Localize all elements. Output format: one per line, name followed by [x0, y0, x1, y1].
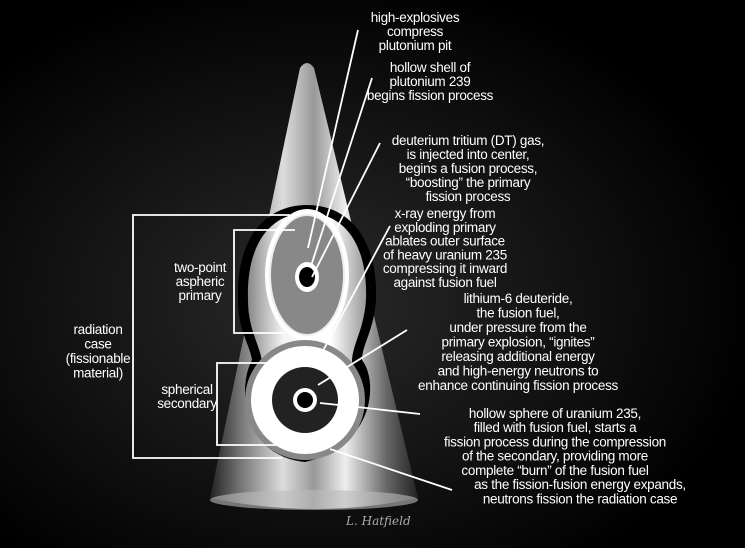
label-line: compressing it inward [383, 261, 507, 276]
label-line: ablates outer surface [385, 234, 505, 249]
label-line: and high-energy neutrons to [438, 364, 599, 379]
radiation-case-bracket [132, 214, 290, 459]
fusion-fuel-core [297, 392, 313, 408]
leader-xray [317, 225, 391, 361]
leader-uranium-sphere [319, 402, 421, 415]
label-line: enhance continuing fission process [418, 378, 618, 393]
label-line: begins fission process [367, 88, 494, 103]
label-line: under pressure from the [449, 320, 586, 335]
label-line: primary [179, 288, 222, 303]
label-line: two-point [174, 260, 227, 275]
label-line: hollow shell of [390, 60, 471, 75]
primary-bracket [233, 229, 295, 334]
label-line: deuterium tritium (DT) gas, [392, 133, 544, 148]
leader-radiation-expands [329, 448, 453, 491]
artist-signature: L. Hatfield [345, 514, 411, 528]
label-line: secondary [157, 396, 217, 411]
label-line: lithium-6 deuteride, [464, 291, 573, 306]
leader-hollow-shell [310, 77, 373, 267]
label-line: the fusion fuel, [476, 306, 559, 321]
label-line: primary explosion, “ignites” [442, 335, 595, 350]
label-line: hollow sphere of uranium 235, [469, 406, 641, 421]
label-line: neutrons fission the radiation case [483, 492, 677, 507]
label-line: case [84, 337, 111, 352]
leader-dt-gas [311, 142, 381, 278]
label-line: of heavy uranium 235 [383, 247, 507, 262]
label-dt-gas: deuterium tritium (DT) gas,is injected i… [392, 133, 544, 204]
label-line: (fissionable [66, 351, 131, 366]
label-line: compress [387, 24, 444, 39]
label-line: high-explosives [371, 10, 460, 25]
label-line: x-ray energy from [395, 206, 496, 221]
label-lithium: lithium-6 deuteride,the fusion fuel,unde… [418, 291, 618, 393]
label-line: plutonium pit [379, 38, 452, 53]
label-line: radiation [73, 322, 122, 337]
label-line: of the secondary, providing more [462, 449, 648, 464]
label-line: filled with fusion fuel, starts a [474, 420, 637, 435]
label-line: spherical [161, 382, 213, 397]
label-line: exploding primary [394, 220, 496, 235]
label-line: complete “burn” of the fusion fuel [461, 463, 648, 478]
label-line: plutonium 239 [390, 74, 471, 89]
leader-lithium [317, 329, 408, 386]
dt-gas-core [299, 267, 315, 287]
label-uranium-sphere: hollow sphere of uranium 235,filled with… [444, 406, 666, 478]
label-line: “boosting” the primary [406, 175, 531, 190]
label-line: aspheric [176, 274, 225, 289]
label-radiation-expands: as the fission-fusion energy expands,neu… [474, 477, 686, 507]
label-line: releasing additional energy [441, 349, 595, 364]
leader-high-explosives [307, 29, 359, 249]
secondary-bracket [216, 362, 292, 446]
label-line: material) [73, 366, 123, 381]
label-line: fission process [426, 189, 511, 204]
label-line: is injected into center, [407, 147, 530, 162]
label-line: as the fission-fusion energy expands, [474, 477, 686, 492]
label-line: fission process during the compression [444, 434, 666, 449]
cone-base [210, 490, 418, 510]
label-line: begins a fusion process, [399, 161, 537, 176]
label-line: against fusion fuel [393, 275, 496, 290]
